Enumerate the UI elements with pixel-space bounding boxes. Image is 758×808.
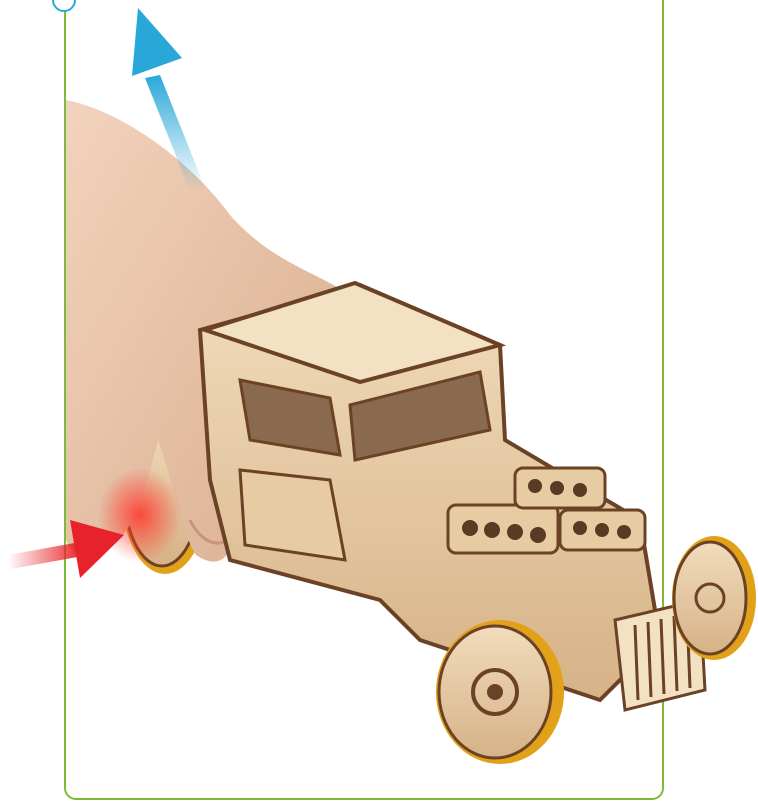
press-glow <box>98 467 182 563</box>
front-left-wheel <box>436 620 564 764</box>
front-right-wheel <box>672 536 756 660</box>
